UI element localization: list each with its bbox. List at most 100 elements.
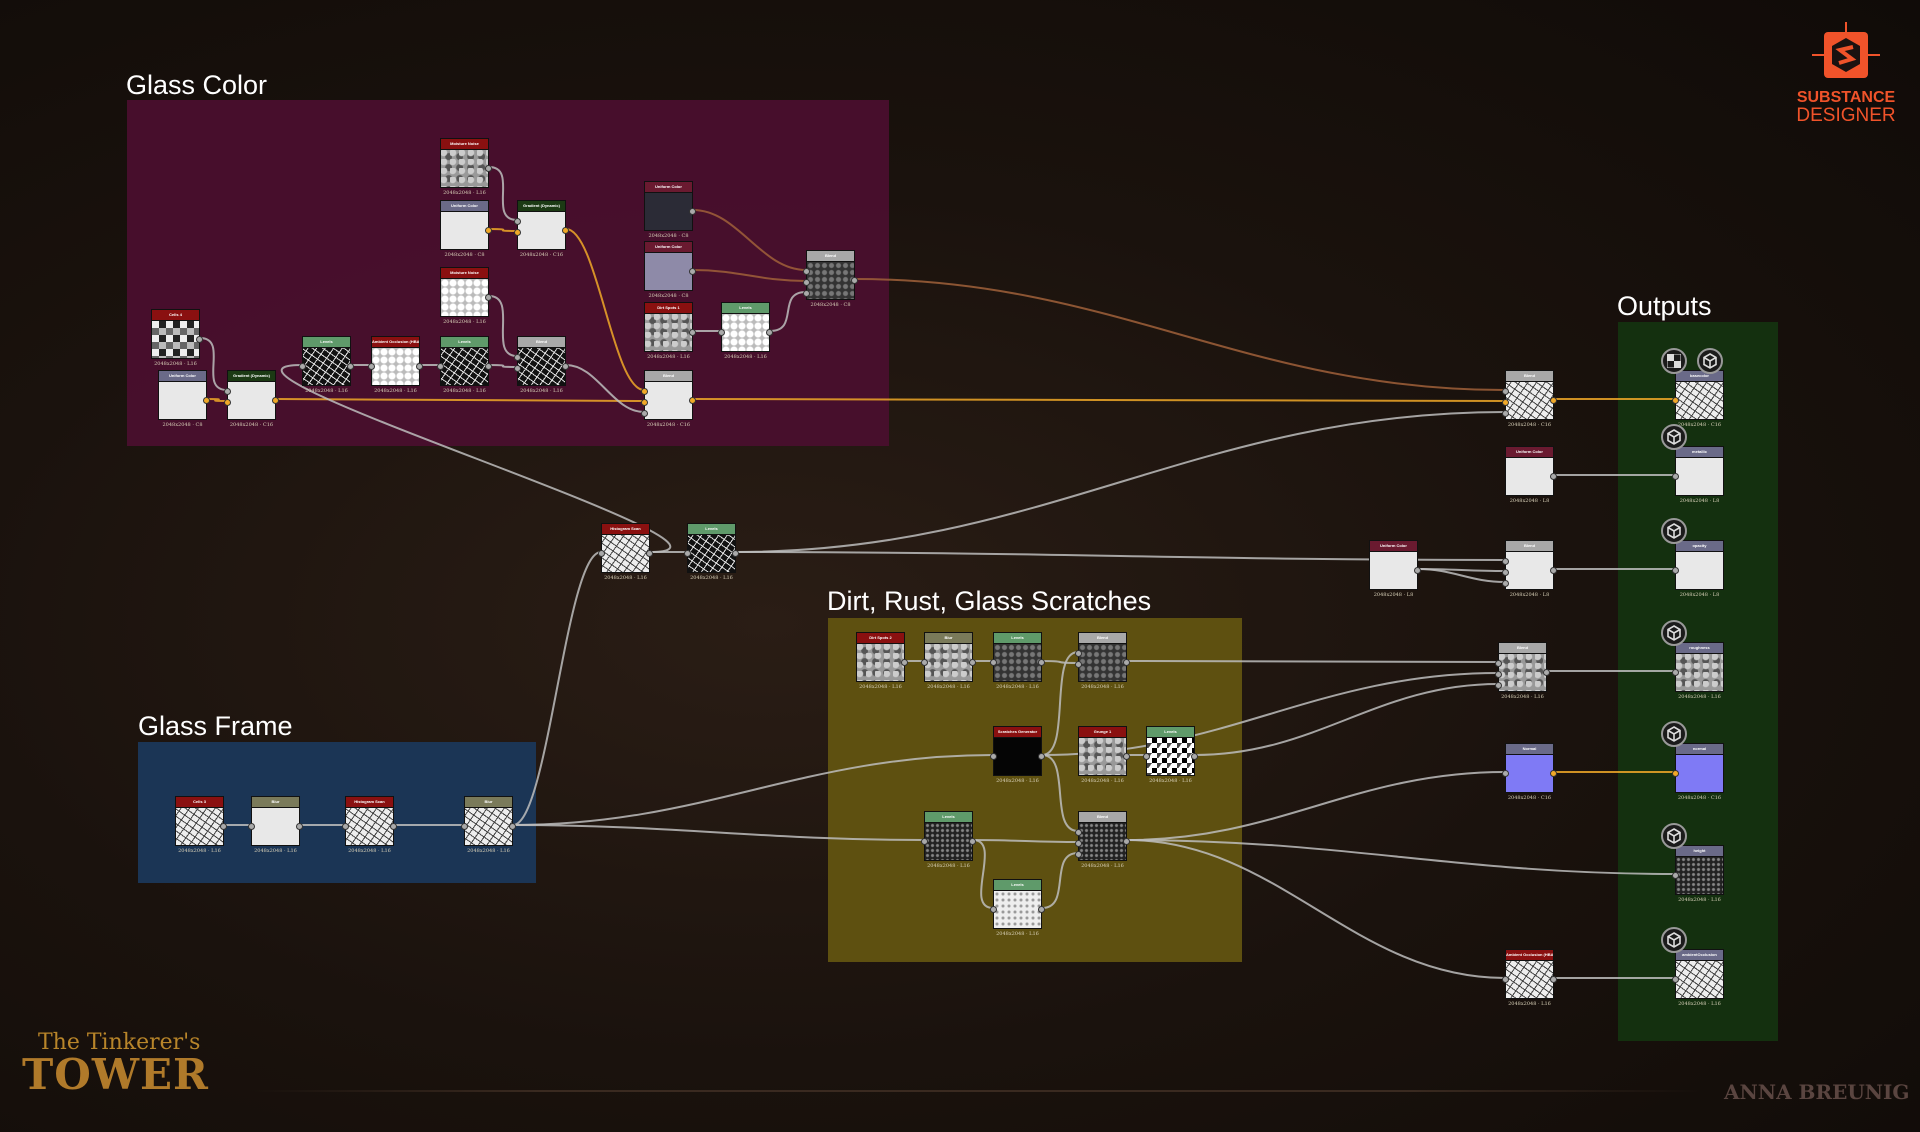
input-port[interactable] bbox=[299, 363, 306, 370]
output-port[interactable] bbox=[689, 329, 696, 336]
output-port[interactable] bbox=[1038, 659, 1045, 666]
output-port[interactable] bbox=[485, 294, 492, 301]
graph-node[interactable]: Moisture Noise 2048x2048 · L16 bbox=[440, 267, 492, 325]
output-port[interactable] bbox=[1550, 770, 1557, 777]
graph-node[interactable]: Blend 2048x2048 · L16 bbox=[1495, 642, 1550, 700]
input-port[interactable] bbox=[921, 838, 928, 845]
input-port[interactable] bbox=[1143, 753, 1150, 760]
input-port[interactable] bbox=[1672, 397, 1679, 404]
input-port[interactable] bbox=[1672, 770, 1679, 777]
input-port[interactable] bbox=[1075, 661, 1082, 668]
input-port[interactable] bbox=[1502, 399, 1509, 406]
input-port[interactable] bbox=[514, 229, 521, 236]
output-port[interactable] bbox=[196, 336, 203, 343]
output-port[interactable] bbox=[296, 823, 303, 830]
input-port[interactable] bbox=[514, 354, 521, 361]
graph-node[interactable]: Levels 2048x2048 · L16 bbox=[1143, 726, 1198, 784]
graph-node[interactable]: Blend 2048x2048 · C8 bbox=[803, 250, 858, 308]
cube-icon[interactable] bbox=[1661, 518, 1687, 544]
output-port[interactable] bbox=[562, 227, 569, 234]
input-port[interactable] bbox=[990, 659, 997, 666]
graph-node[interactable]: Blend 2048x2048 · L16 bbox=[1075, 811, 1130, 869]
graph-node[interactable]: Levels 2048x2048 · L16 bbox=[437, 336, 492, 394]
output-port[interactable] bbox=[1191, 753, 1198, 760]
graph-node[interactable]: Blur 2048x2048 · L16 bbox=[461, 796, 516, 854]
input-port[interactable] bbox=[1502, 558, 1509, 565]
graph-node[interactable]: Levels 2048x2048 · L16 bbox=[990, 632, 1045, 690]
graph-node[interactable]: Levels 2048x2048 · L16 bbox=[921, 811, 976, 869]
input-port[interactable] bbox=[1672, 473, 1679, 480]
input-port[interactable] bbox=[1672, 567, 1679, 574]
output-port[interactable] bbox=[220, 823, 227, 830]
output-port[interactable] bbox=[562, 363, 569, 370]
output-port[interactable] bbox=[1123, 838, 1130, 845]
graph-node[interactable]: Levels 2048x2048 · L16 bbox=[718, 302, 773, 360]
input-port[interactable] bbox=[368, 363, 375, 370]
output-port[interactable] bbox=[969, 838, 976, 845]
input-port[interactable] bbox=[224, 388, 231, 395]
output-port[interactable] bbox=[509, 823, 516, 830]
input-port[interactable] bbox=[1502, 976, 1509, 983]
input-port[interactable] bbox=[437, 363, 444, 370]
graph-node[interactable]: Uniform Color 2048x2048 · C8 bbox=[440, 200, 492, 258]
graph-node[interactable]: metallic 2048x2048 · L8 bbox=[1661, 424, 1724, 504]
output-port[interactable] bbox=[485, 363, 492, 370]
input-port[interactable] bbox=[803, 279, 810, 286]
output-port[interactable] bbox=[969, 659, 976, 666]
output-port[interactable] bbox=[646, 550, 653, 557]
input-port[interactable] bbox=[1075, 851, 1082, 858]
input-port[interactable] bbox=[921, 659, 928, 666]
graph-node[interactable]: Blend 2048x2048 · C16 bbox=[1502, 370, 1557, 428]
graph-node[interactable]: Histogram Scan 2048x2048 · L16 bbox=[342, 796, 397, 854]
input-port[interactable] bbox=[1502, 388, 1509, 395]
output-port[interactable] bbox=[1038, 753, 1045, 760]
input-port[interactable] bbox=[1495, 671, 1502, 678]
output-port[interactable] bbox=[851, 277, 858, 284]
graph-node[interactable]: Ambient Occlusion (HBAO) 2048x2048 · L16 bbox=[1502, 949, 1557, 1007]
cube-icon[interactable] bbox=[1661, 424, 1687, 450]
input-port[interactable] bbox=[248, 823, 255, 830]
output-port[interactable] bbox=[485, 165, 492, 172]
output-port[interactable] bbox=[1414, 567, 1421, 574]
cube-icon[interactable] bbox=[1661, 620, 1687, 646]
output-port[interactable] bbox=[390, 823, 397, 830]
input-port[interactable] bbox=[1502, 580, 1509, 587]
graph-node[interactable]: Uniform Color 2048x2048 · L8 bbox=[1505, 446, 1557, 504]
input-port[interactable] bbox=[1502, 569, 1509, 576]
input-port[interactable] bbox=[684, 550, 691, 557]
graph-node[interactable]: Cells 4 2048x2048 · L16 bbox=[151, 309, 203, 367]
graph-node[interactable]: Ambient Occlusion (HBAO) 2048x2048 · L16 bbox=[368, 336, 423, 394]
input-port[interactable] bbox=[1495, 660, 1502, 667]
graph-node[interactable]: Uniform Color 2048x2048 · C8 bbox=[644, 181, 696, 239]
cube-icon[interactable] bbox=[1697, 348, 1723, 374]
input-port[interactable] bbox=[990, 753, 997, 760]
graph-node[interactable]: Uniform Color 2048x2048 · L8 bbox=[1369, 540, 1421, 598]
cube-icon[interactable] bbox=[1661, 823, 1687, 849]
output-port[interactable] bbox=[1038, 906, 1045, 913]
graph-node[interactable]: height 2048x2048 · L16 bbox=[1661, 823, 1724, 903]
graph-node[interactable]: Blend 2048x2048 · L8 bbox=[1502, 540, 1557, 598]
output-port[interactable] bbox=[485, 227, 492, 234]
graph-node[interactable]: basecolor 2048x2048 · C16 bbox=[1661, 348, 1724, 428]
graph-node[interactable]: Uniform Color 2048x2048 · C8 bbox=[644, 241, 696, 299]
graph-node[interactable]: Cells 3 2048x2048 · L16 bbox=[175, 796, 227, 854]
output-port[interactable] bbox=[732, 550, 739, 557]
graph-node[interactable]: normal 2048x2048 · C16 bbox=[1661, 721, 1724, 801]
graph-node[interactable]: Histogram Scan 2048x2048 · L16 bbox=[598, 523, 653, 581]
graph-node[interactable]: Blend 2048x2048 · L16 bbox=[1075, 632, 1130, 690]
input-port[interactable] bbox=[1495, 682, 1502, 689]
output-port[interactable] bbox=[689, 208, 696, 215]
output-port[interactable] bbox=[1550, 976, 1557, 983]
output-port[interactable] bbox=[689, 397, 696, 404]
input-port[interactable] bbox=[514, 218, 521, 225]
graph-node[interactable]: Gradient (Dynamic) 2048x2048 · C16 bbox=[514, 200, 569, 258]
output-port[interactable] bbox=[766, 329, 773, 336]
output-port[interactable] bbox=[1550, 567, 1557, 574]
output-port[interactable] bbox=[203, 397, 210, 404]
output-port[interactable] bbox=[1550, 473, 1557, 480]
graph-node[interactable]: Blend 2048x2048 · L16 bbox=[514, 336, 569, 394]
output-port[interactable] bbox=[901, 659, 908, 666]
graph-node[interactable]: Levels 2048x2048 · L16 bbox=[684, 523, 739, 581]
input-port[interactable] bbox=[1075, 650, 1082, 657]
input-port[interactable] bbox=[461, 823, 468, 830]
